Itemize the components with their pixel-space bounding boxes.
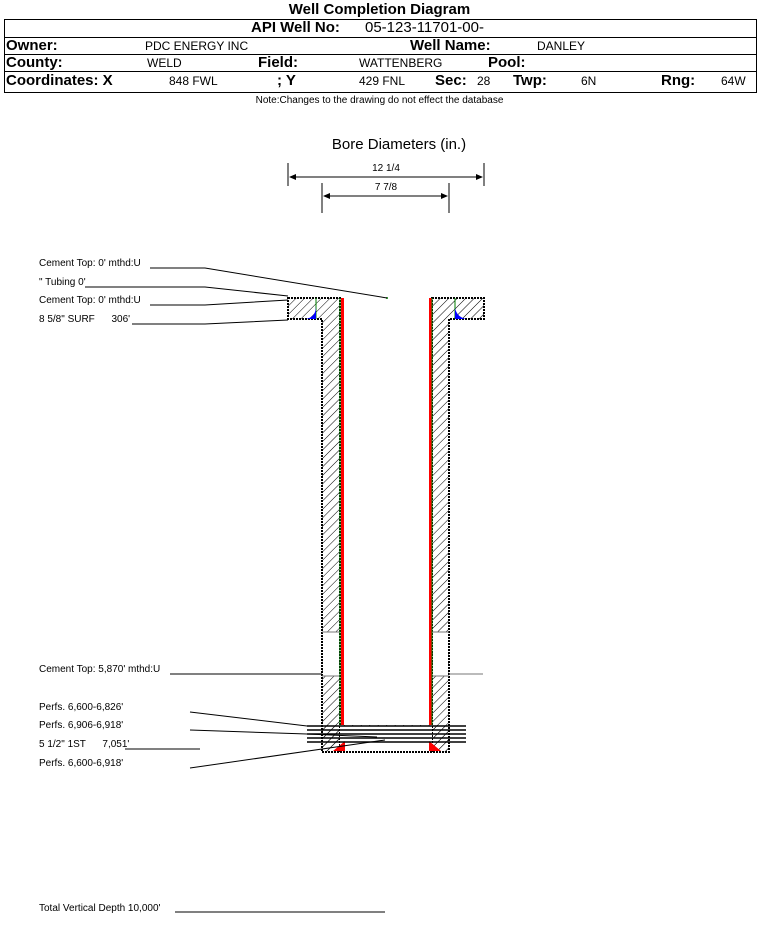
production-casing (333, 298, 441, 751)
rng-value: 64W (721, 74, 746, 88)
well-header-table: API Well No: 05-123-11701-00- Owner: PDC… (4, 19, 757, 93)
label-perfs-3: Perfs. 6,600-6,918' (39, 739, 386, 769)
label-perfs-1: Perfs. 6,600-6,826' (39, 702, 308, 727)
county-value: WELD (147, 56, 182, 70)
bore-diameters-title: Bore Diameters (in.) (332, 136, 466, 153)
sec-value: 28 (477, 74, 491, 88)
bore-diameter-label: 7 7/8 (375, 182, 398, 193)
coordinates-row: Coordinates: X 848 FWL ; Y 429 FNL Sec: … (5, 71, 756, 92)
bore-dimension-12-1-4: 12 1/4 (287, 163, 485, 186)
well-name-label: Well Name: (410, 37, 491, 54)
svg-text:Perfs. 6,600-6,918': Perfs. 6,600-6,918' (39, 758, 123, 769)
sec-label: Sec: (435, 72, 467, 89)
coord-y-value: 429 FNL (359, 74, 406, 88)
label-cement-top-surface: Cement Top: 0' mthd:U (39, 258, 388, 299)
svg-text:Cement Top: 0' mthd:U: Cement Top: 0' mthd:U (39, 258, 141, 269)
api-value: 05-123-11701-00- (365, 19, 484, 36)
rng-label: Rng: (661, 72, 696, 89)
county-row: County: WELD Field: WATTENBERG Pool: (5, 54, 756, 72)
database-note: Note:Changes to the drawing do not effec… (255, 95, 504, 106)
label-total-depth: Total Vertical Depth 10,000' (39, 903, 385, 914)
bore-diameter-label: 12 1/4 (372, 163, 400, 174)
api-row: API Well No: 05-123-11701-00- (5, 19, 756, 37)
svg-text:5 1/2" 1ST 7,051': 5 1/2" 1ST 7,051' (39, 739, 129, 750)
bore-dimension-7-7-8: 7 7/8 (321, 182, 450, 213)
county-label: County: (6, 54, 63, 71)
label-perfs-2: Perfs. 6,906-6,918' (39, 720, 378, 738)
diagram-title: Well Completion Diagram (288, 1, 471, 18)
svg-text:Total Vertical Depth 10,000': Total Vertical Depth 10,000' (39, 903, 161, 914)
svg-text:Perfs. 6,906-6,918': Perfs. 6,906-6,918' (39, 720, 123, 731)
label-tubing: " Tubing 0' (39, 277, 289, 297)
pool-label: Pool: (488, 54, 526, 71)
coord-x-value: 848 FWL (169, 74, 218, 88)
label-cement-top-2: Cement Top: 0' mthd:U (39, 295, 289, 306)
svg-text:Perfs. 6,600-6,826': Perfs. 6,600-6,826' (39, 702, 123, 713)
field-label: Field: (258, 54, 298, 71)
label-cement-top-5870: Cement Top: 5,870' mthd:U (39, 664, 483, 675)
svg-text:Cement Top: 5,870' mthd:U: Cement Top: 5,870' mthd:U (39, 664, 160, 675)
coord-x-label: Coordinates: X (6, 72, 113, 89)
owner-label: Owner: (6, 37, 58, 54)
owner-row: Owner: PDC ENERGY INC Well Name: DANLEY (5, 37, 756, 55)
field-value: WATTENBERG (359, 56, 443, 70)
svg-text:" Tubing 0': " Tubing 0' (39, 277, 86, 288)
svg-text:8 5/8" SURF 306': 8 5/8" SURF 306' (39, 314, 130, 325)
well-name-value: DANLEY (537, 39, 586, 53)
twp-value: 6N (581, 74, 597, 88)
surface-casing-cement (287, 297, 485, 753)
label-surface-casing: 8 5/8" SURF 306' (39, 314, 289, 325)
twp-label: Twp: (513, 72, 547, 89)
svg-text:Cement Top: 0' mthd:U: Cement Top: 0' mthd:U (39, 295, 141, 306)
api-label: API Well No: (251, 19, 340, 36)
owner-value: PDC ENERGY INC (145, 39, 249, 53)
label-production-casing: 5 1/2" 1ST 7,051' (39, 739, 200, 750)
perforations (307, 725, 466, 743)
coord-y-label: ; Y (277, 72, 296, 89)
